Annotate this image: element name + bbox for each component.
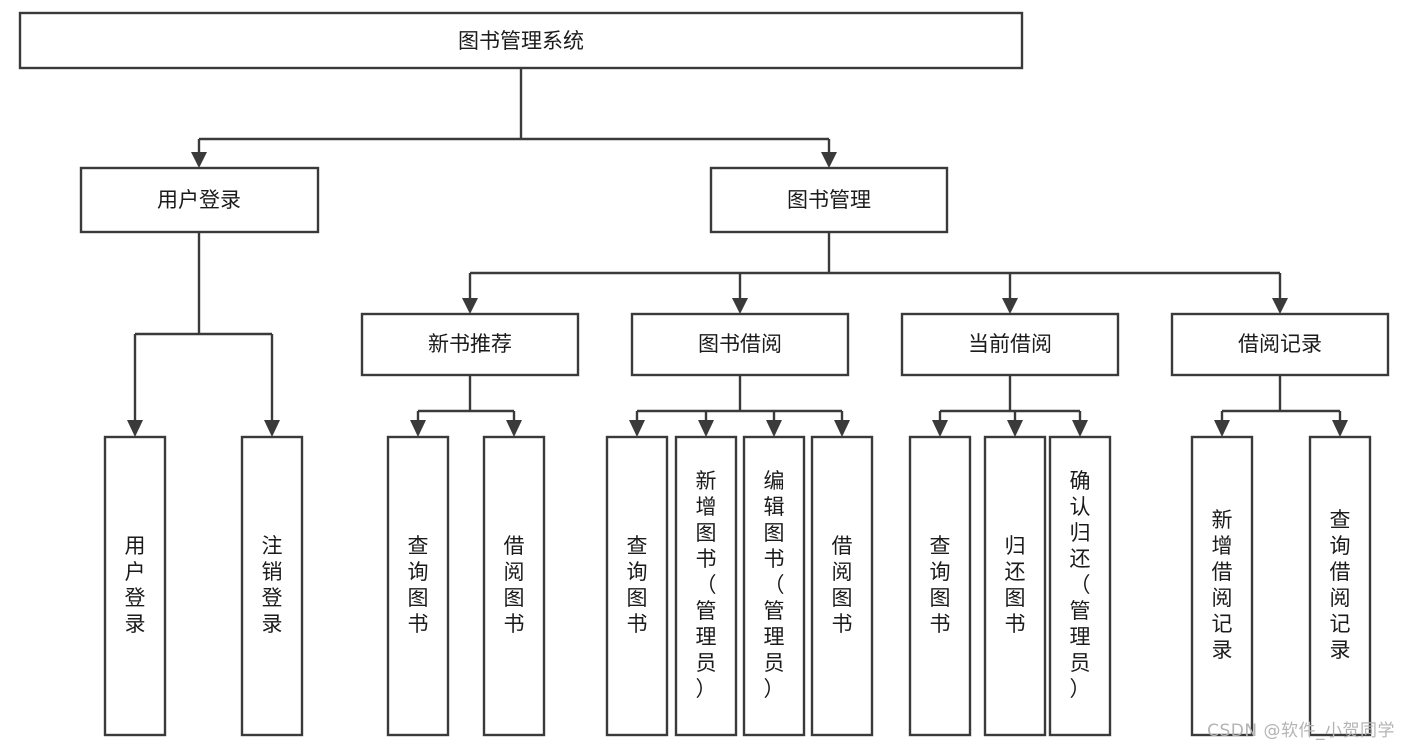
node-leaf-borrow-book-1-box[interactable] bbox=[482, 435, 546, 737]
node-root[interactable]: 图书管理系统 bbox=[18, 11, 1024, 70]
node-leaf-query-record-box[interactable] bbox=[1308, 435, 1372, 737]
arrow-to-leaf-add-book bbox=[698, 420, 714, 437]
node-current-borrow-label: 当前借阅 bbox=[968, 332, 1052, 356]
arrow-to-leaf-confirm-return bbox=[1072, 420, 1088, 437]
node-root-label: 图书管理系统 bbox=[458, 29, 584, 53]
arrow-to-leaf-logout bbox=[264, 420, 280, 437]
node-leaf-return-book-label: 归还图书 bbox=[1005, 534, 1026, 636]
arrow-to-leaf-borrow-book-2 bbox=[834, 420, 850, 437]
node-leaf-logout[interactable]: 注销登录 bbox=[240, 435, 304, 737]
arrow-to-leaf-return-book bbox=[1007, 420, 1023, 437]
arrow-to-user-login bbox=[191, 152, 207, 168]
connector-root-bus bbox=[197, 68, 831, 153]
node-leaf-edit-book-label: 编辑图书（管理员） bbox=[764, 469, 785, 701]
node-leaf-return-book-box[interactable] bbox=[983, 435, 1047, 737]
node-new-book-rec-box[interactable] bbox=[360, 312, 580, 377]
node-leaf-query-book-3[interactable]: 查询图书 bbox=[908, 435, 972, 737]
node-book-borrow[interactable]: 图书借阅 bbox=[630, 312, 850, 377]
arrow-to-leaf-user-login bbox=[127, 420, 143, 437]
node-leaf-add-record-label: 新增借阅记录 bbox=[1212, 508, 1233, 662]
node-leaf-confirm-return-box[interactable] bbox=[1048, 435, 1112, 737]
node-leaf-add-book-label: 新增图书（管理员） bbox=[696, 469, 717, 701]
arrow-to-leaf-borrow-book-1 bbox=[506, 420, 522, 437]
node-leaf-query-book-3-box[interactable] bbox=[908, 435, 972, 737]
node-leaf-edit-book-box[interactable] bbox=[742, 435, 806, 737]
connector-newbook-bus bbox=[416, 375, 516, 421]
node-leaf-edit-book[interactable]: 编辑图书（管理员） bbox=[742, 435, 806, 737]
node-leaf-query-book-1[interactable]: 查询图书 bbox=[386, 435, 450, 737]
node-leaf-borrow-book-1[interactable]: 借阅图书 bbox=[482, 435, 546, 737]
node-borrow-record-box[interactable] bbox=[1170, 312, 1390, 377]
arrow-to-leaf-query-book-2 bbox=[629, 420, 645, 437]
arrow-to-new-book-rec bbox=[462, 298, 478, 314]
arrow-to-leaf-add-record bbox=[1214, 420, 1230, 437]
node-leaf-query-book-3-label: 查询图书 bbox=[930, 534, 951, 636]
csdn-watermark: CSDN @软件_小贺同学 bbox=[1207, 721, 1395, 741]
node-leaf-confirm-return-label: 确认归还（管理员） bbox=[1070, 469, 1091, 701]
connector-currentborrow-bus bbox=[938, 375, 1082, 421]
node-borrow-record[interactable]: 借阅记录 bbox=[1170, 312, 1390, 377]
node-leaf-query-book-2-box[interactable] bbox=[605, 435, 669, 737]
connector-bookmanage-bus bbox=[468, 232, 1282, 299]
connectors-layer bbox=[127, 68, 1348, 437]
node-user-login-label: 用户登录 bbox=[157, 188, 241, 212]
node-leaf-query-book-1-box[interactable] bbox=[386, 435, 450, 737]
node-leaf-query-book-2-label: 查询图书 bbox=[627, 534, 648, 636]
node-new-book-rec-label: 新书推荐 bbox=[428, 332, 512, 356]
connector-userlogin-bus bbox=[133, 232, 274, 421]
node-book-borrow-label: 图书借阅 bbox=[698, 332, 782, 356]
node-leaf-return-book[interactable]: 归还图书 bbox=[983, 435, 1047, 737]
node-leaf-borrow-book-1-label: 借阅图书 bbox=[504, 534, 525, 636]
node-current-borrow[interactable]: 当前借阅 bbox=[900, 312, 1120, 377]
node-leaf-query-book-1-label: 查询图书 bbox=[408, 534, 429, 636]
node-leaf-borrow-book-2[interactable]: 借阅图书 bbox=[810, 435, 874, 737]
node-borrow-record-label: 借阅记录 bbox=[1238, 332, 1322, 356]
node-leaf-add-record-box[interactable] bbox=[1190, 435, 1254, 737]
arrow-to-current-borrow bbox=[1002, 298, 1018, 314]
node-leaf-add-record[interactable]: 新增借阅记录 bbox=[1190, 435, 1254, 737]
node-leaf-logout-box[interactable] bbox=[240, 435, 304, 737]
node-leaf-user-login-label: 用户登录 bbox=[125, 534, 146, 636]
nodes-layer: 图书管理系统 用户登录 图书管理 新书推荐 图书借阅 当前 bbox=[18, 11, 1390, 737]
node-leaf-user-login-box[interactable] bbox=[103, 435, 167, 737]
connector-borrowrecord-bus bbox=[1220, 375, 1342, 421]
node-leaf-add-book-box[interactable] bbox=[674, 435, 738, 737]
node-user-login[interactable]: 用户登录 bbox=[79, 166, 320, 234]
node-leaf-query-record[interactable]: 查询借阅记录 bbox=[1308, 435, 1372, 737]
node-leaf-user-login[interactable]: 用户登录 bbox=[103, 435, 167, 737]
node-book-borrow-box[interactable] bbox=[630, 312, 850, 377]
node-user-login-box[interactable] bbox=[79, 166, 320, 234]
node-new-book-rec[interactable]: 新书推荐 bbox=[360, 312, 580, 377]
arrow-to-book-manage bbox=[821, 152, 837, 168]
arrow-to-leaf-query-book-3 bbox=[932, 420, 948, 437]
node-leaf-query-record-label: 查询借阅记录 bbox=[1330, 508, 1351, 662]
arrow-to-leaf-edit-book bbox=[766, 420, 782, 437]
arrow-to-book-borrow bbox=[732, 298, 748, 314]
node-leaf-add-book[interactable]: 新增图书（管理员） bbox=[674, 435, 738, 737]
arrow-to-leaf-query-book-1 bbox=[410, 420, 426, 437]
arrow-to-borrow-record bbox=[1272, 298, 1288, 314]
node-leaf-confirm-return[interactable]: 确认归还（管理员） bbox=[1048, 435, 1112, 737]
node-leaf-logout-label: 注销登录 bbox=[262, 534, 283, 636]
node-book-manage[interactable]: 图书管理 bbox=[709, 166, 949, 234]
node-root-box[interactable] bbox=[18, 11, 1024, 70]
node-leaf-borrow-book-2-box[interactable] bbox=[810, 435, 874, 737]
node-book-manage-box[interactable] bbox=[709, 166, 949, 234]
node-current-borrow-box[interactable] bbox=[900, 312, 1120, 377]
node-leaf-borrow-book-2-label: 借阅图书 bbox=[832, 534, 853, 636]
node-book-manage-label: 图书管理 bbox=[787, 188, 871, 212]
node-leaf-query-book-2[interactable]: 查询图书 bbox=[605, 435, 669, 737]
arrow-to-leaf-query-record bbox=[1332, 420, 1348, 437]
connector-bookborrow-bus bbox=[635, 375, 844, 421]
